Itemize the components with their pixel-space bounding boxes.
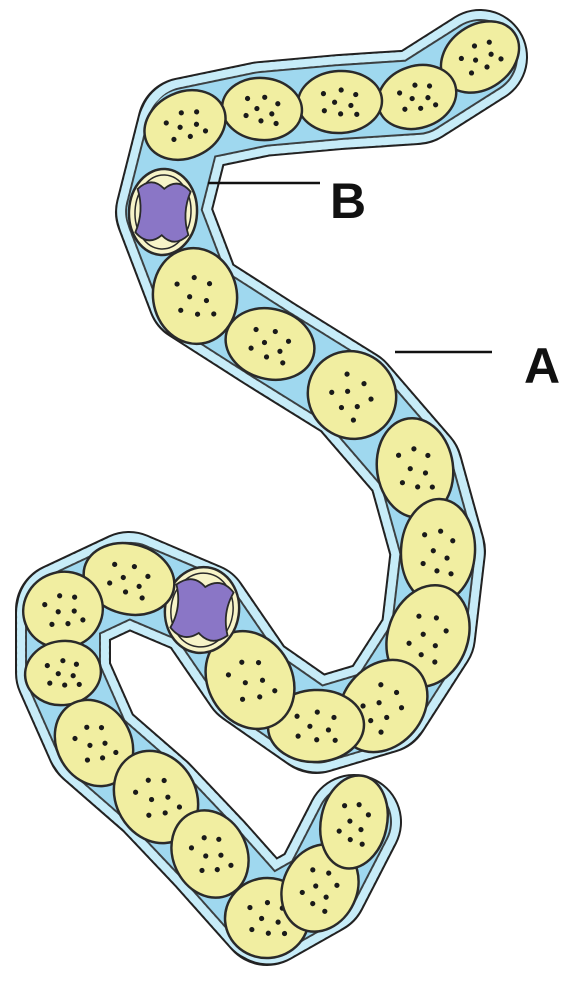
label-a: A — [524, 338, 560, 394]
label-b: B — [330, 173, 366, 229]
heterocyst-cytoplasm — [135, 182, 191, 243]
heterocyst-cytoplasm — [169, 577, 234, 643]
